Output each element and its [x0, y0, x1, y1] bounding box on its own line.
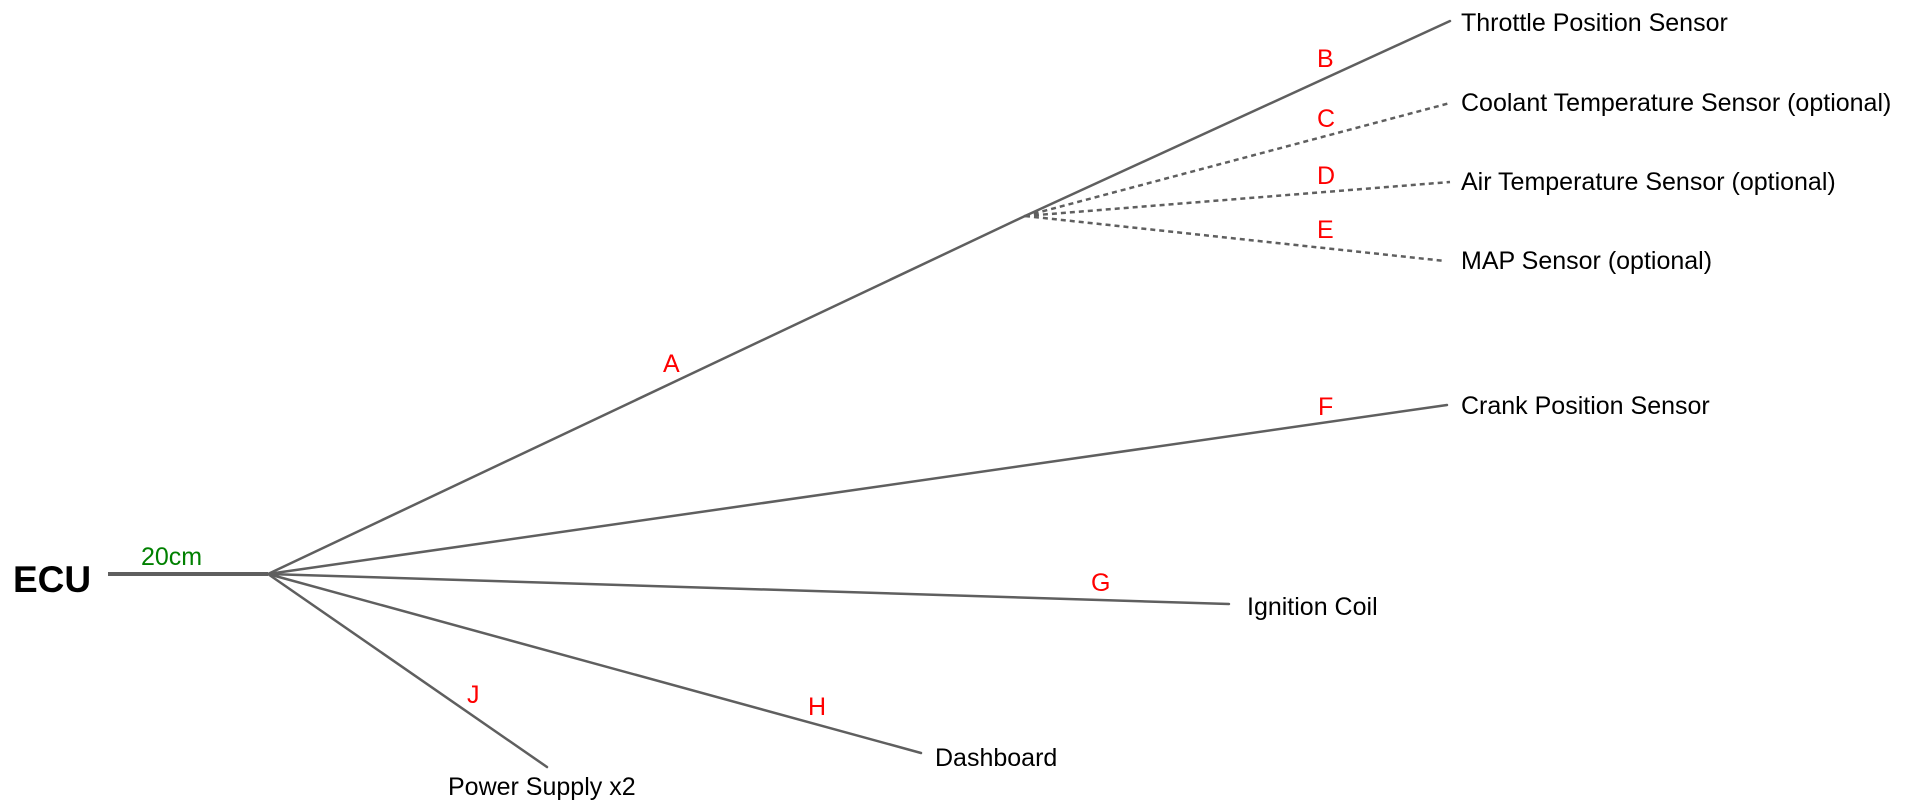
wire-segment-c: [1024, 101, 1451, 218]
endpoint-coolant-temperature-sensor: Coolant Temperature Sensor (optional): [1461, 89, 1891, 117]
wire-segment-h: [266, 572, 923, 755]
wire-segment-e: [1024, 214, 1446, 263]
endpoint-map-sensor: MAP Sensor (optional): [1461, 247, 1712, 275]
endpoint-crank-position-sensor: Crank Position Sensor: [1461, 392, 1710, 420]
trunk-length-label: 20cm: [141, 543, 202, 571]
wire-segment-d: [1024, 180, 1451, 218]
segment-label-b: B: [1317, 45, 1334, 73]
segment-label-e: E: [1317, 216, 1334, 244]
endpoint-power-supply: Power Supply x2: [448, 773, 636, 801]
endpoint-air-temperature-sensor: Air Temperature Sensor (optional): [1461, 168, 1836, 196]
endpoint-dashboard: Dashboard: [935, 744, 1057, 772]
wire-segment-b: [1023, 19, 1452, 218]
wire-segment-g: [266, 572, 1231, 606]
endpoint-ignition-coil: Ignition Coil: [1247, 593, 1378, 621]
segment-label-c: C: [1317, 105, 1335, 133]
segment-label-j: J: [467, 681, 480, 709]
segment-label-h: H: [808, 693, 826, 721]
segment-label-a: A: [663, 350, 680, 378]
wire-segment-a: [266, 214, 1027, 576]
wire-segment-j: [266, 572, 549, 769]
segment-label-d: D: [1317, 162, 1335, 190]
ecu-label: ECU: [13, 559, 91, 600]
endpoint-throttle-position-sensor: Throttle Position Sensor: [1461, 9, 1728, 37]
segment-label-f: F: [1318, 393, 1333, 421]
wire-segment-f: [266, 403, 1449, 576]
segment-label-g: G: [1091, 569, 1110, 597]
